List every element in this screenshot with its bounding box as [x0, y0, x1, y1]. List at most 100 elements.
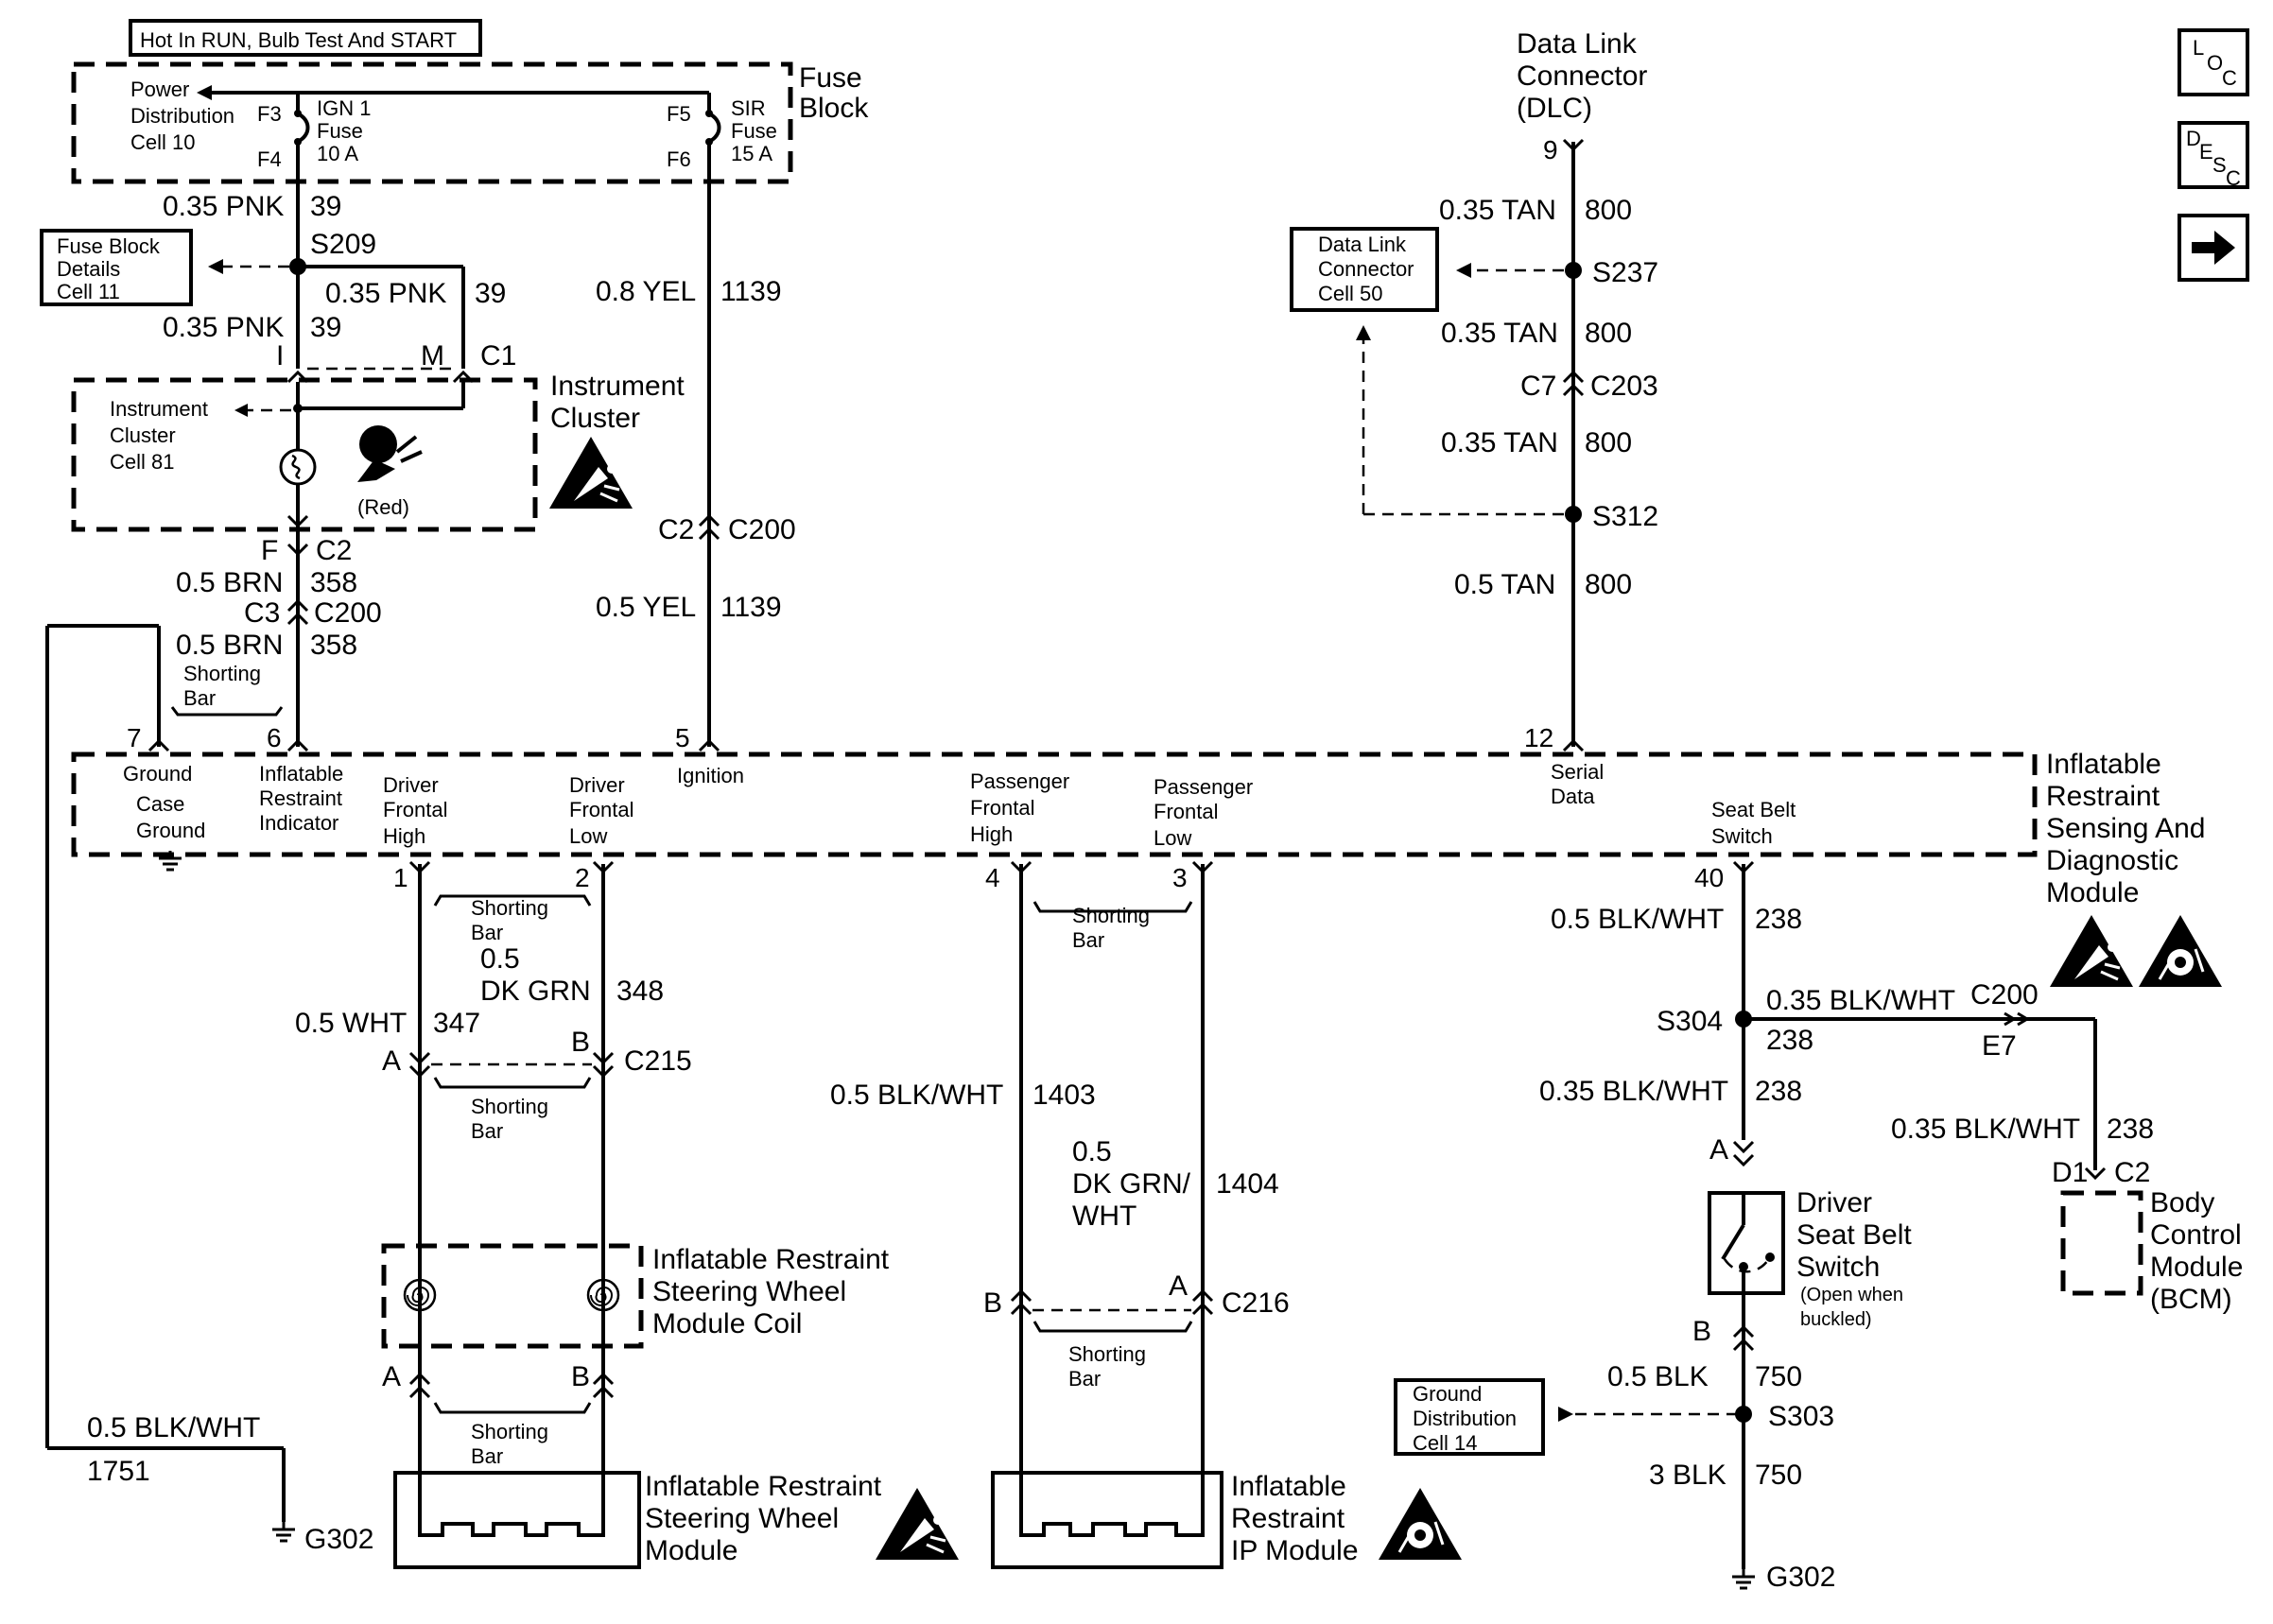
svg-text:Module: Module — [2150, 1252, 2243, 1283]
svg-text:B: B — [983, 1287, 1002, 1319]
svg-text:Inflatable: Inflatable — [259, 762, 343, 786]
svg-text:C200: C200 — [1970, 979, 2039, 1011]
svg-text:6: 6 — [267, 723, 282, 752]
svg-text:Sensing And: Sensing And — [2046, 813, 2205, 844]
svg-text:1139: 1139 — [720, 276, 782, 307]
fuse-block: Fuse Block Power Distribution Cell 10 F3… — [71, 61, 869, 185]
svg-text:0.35 TAN: 0.35 TAN — [1439, 195, 1556, 226]
svg-text:A: A — [382, 1045, 401, 1077]
svg-text:Frontal: Frontal — [569, 798, 633, 821]
svg-text:9: 9 — [1543, 135, 1558, 164]
svg-text:Shorting: Shorting — [471, 896, 548, 920]
svg-text:0.5: 0.5 — [480, 943, 520, 975]
svg-text:0.5 YEL: 0.5 YEL — [596, 592, 696, 623]
svg-text:Fuse: Fuse — [731, 119, 777, 143]
svg-text:C: C — [2226, 166, 2241, 190]
svg-text:(Open when: (Open when — [1800, 1285, 1903, 1305]
svg-text:F4: F4 — [257, 147, 282, 171]
svg-text:Shorting: Shorting — [1072, 904, 1150, 927]
svg-text:0.35 BLK/WHT: 0.35 BLK/WHT — [1539, 1076, 1728, 1107]
svg-text:238: 238 — [1755, 1076, 1802, 1107]
svg-text:C215: C215 — [624, 1045, 692, 1077]
svg-text:39: 39 — [475, 278, 506, 309]
svg-text:F3: F3 — [257, 102, 282, 126]
svg-text:Cluster: Cluster — [110, 423, 176, 447]
svg-text:Inflatable Restraint: Inflatable Restraint — [652, 1244, 890, 1275]
svg-text:Module: Module — [645, 1535, 737, 1566]
svg-text:DK GRN: DK GRN — [480, 976, 591, 1007]
svg-text:750: 750 — [1755, 1460, 1802, 1491]
svg-text:Seat Belt: Seat Belt — [1711, 798, 1796, 821]
svg-text:0.5 TAN: 0.5 TAN — [1454, 569, 1555, 600]
splice-s304: S304 — [1657, 1006, 1723, 1037]
svg-text:Data: Data — [1551, 785, 1595, 808]
svg-text:Diagnostic: Diagnostic — [2046, 845, 2178, 876]
svg-text:Cell 11: Cell 11 — [57, 280, 120, 303]
svg-text:Bar: Bar — [471, 921, 503, 944]
airbag-indicator-icon — [279, 425, 423, 486]
svg-text:0.5 BLK/WHT: 0.5 BLK/WHT — [1551, 904, 1724, 935]
svg-text:1: 1 — [393, 863, 408, 892]
svg-text:C2: C2 — [658, 514, 694, 545]
svg-text:238: 238 — [1755, 904, 1802, 935]
svg-text:Data Link: Data Link — [1318, 233, 1407, 256]
module-title: Inflatable — [2046, 749, 2161, 780]
svg-text:A: A — [382, 1361, 401, 1392]
svg-text:Indicator: Indicator — [259, 811, 338, 835]
driver-airbag-circuit: Shorting Bar 0.5 DK GRN 348 0.5 WHT 347 … — [295, 864, 961, 1569]
svg-text:buckled): buckled) — [1800, 1309, 1872, 1330]
svg-text:Frontal: Frontal — [1154, 800, 1218, 823]
svg-text:Control: Control — [2150, 1219, 2242, 1251]
svg-text:Distribution: Distribution — [130, 104, 234, 128]
svg-text:1404: 1404 — [1216, 1168, 1279, 1200]
svg-text:High: High — [383, 824, 425, 848]
svg-text:S: S — [2212, 153, 2227, 177]
airbag-warning-icon — [1377, 1486, 1464, 1562]
svg-text:Instrument: Instrument — [110, 397, 208, 421]
svg-text:15 A: 15 A — [731, 142, 772, 165]
svg-text:C1: C1 — [480, 340, 516, 371]
svg-text:0.5 WHT: 0.5 WHT — [295, 1008, 407, 1039]
splice-s209: S209 — [310, 229, 376, 260]
desc-button[interactable]: D E S C — [2178, 121, 2249, 190]
svg-text:Bar: Bar — [183, 686, 216, 710]
svg-text:Cell 10: Cell 10 — [130, 130, 195, 154]
svg-text:B: B — [571, 1361, 590, 1392]
svg-text:358: 358 — [310, 630, 357, 661]
loc-button[interactable]: L O C — [2178, 28, 2249, 96]
svg-text:Low: Low — [569, 824, 607, 848]
svg-text:L: L — [2193, 36, 2204, 60]
svg-text:Bar: Bar — [1072, 928, 1104, 952]
indicator-circuit: 0.5 BRN 358 C3 C200 0.5 BRN 358 Shorting… — [45, 529, 382, 1555]
svg-text:0.5 BLK/WHT: 0.5 BLK/WHT — [87, 1412, 260, 1443]
svg-text:0.8 YEL: 0.8 YEL — [596, 276, 696, 307]
svg-text:Ground: Ground — [136, 819, 205, 842]
svg-text:Connector: Connector — [1517, 60, 1647, 92]
svg-text:Switch: Switch — [1796, 1252, 1880, 1283]
svg-text:M: M — [421, 340, 444, 371]
splice-s312: S312 — [1592, 501, 1658, 532]
svg-text:Bar: Bar — [471, 1444, 503, 1468]
svg-text:Frontal: Frontal — [970, 796, 1034, 820]
svg-text:C2: C2 — [2114, 1157, 2150, 1188]
svg-text:Ground: Ground — [123, 762, 192, 786]
svg-text:Driver: Driver — [569, 773, 625, 797]
svg-text:Shorting: Shorting — [471, 1420, 548, 1443]
svg-text:0.5 BRN: 0.5 BRN — [176, 630, 283, 661]
svg-text:0.35 PNK: 0.35 PNK — [325, 278, 446, 309]
svg-text:Bar: Bar — [1068, 1367, 1101, 1391]
svg-text:Driver: Driver — [383, 773, 439, 797]
svg-text:3: 3 — [1172, 863, 1188, 892]
svg-text:F5: F5 — [667, 102, 691, 126]
svg-text:Cluster: Cluster — [550, 403, 640, 434]
svg-text:D1: D1 — [2052, 1157, 2088, 1188]
svg-text:Bar: Bar — [471, 1119, 503, 1143]
svg-text:C: C — [2222, 66, 2237, 90]
next-button[interactable] — [2178, 214, 2249, 282]
svg-text:B: B — [1692, 1316, 1711, 1347]
svg-text:Details: Details — [57, 257, 120, 281]
svg-text:Inflatable: Inflatable — [1231, 1471, 1346, 1502]
svg-text:Cell 81: Cell 81 — [110, 450, 174, 474]
svg-text:D: D — [2186, 127, 2201, 150]
svg-text:Cell 14: Cell 14 — [1413, 1431, 1477, 1455]
